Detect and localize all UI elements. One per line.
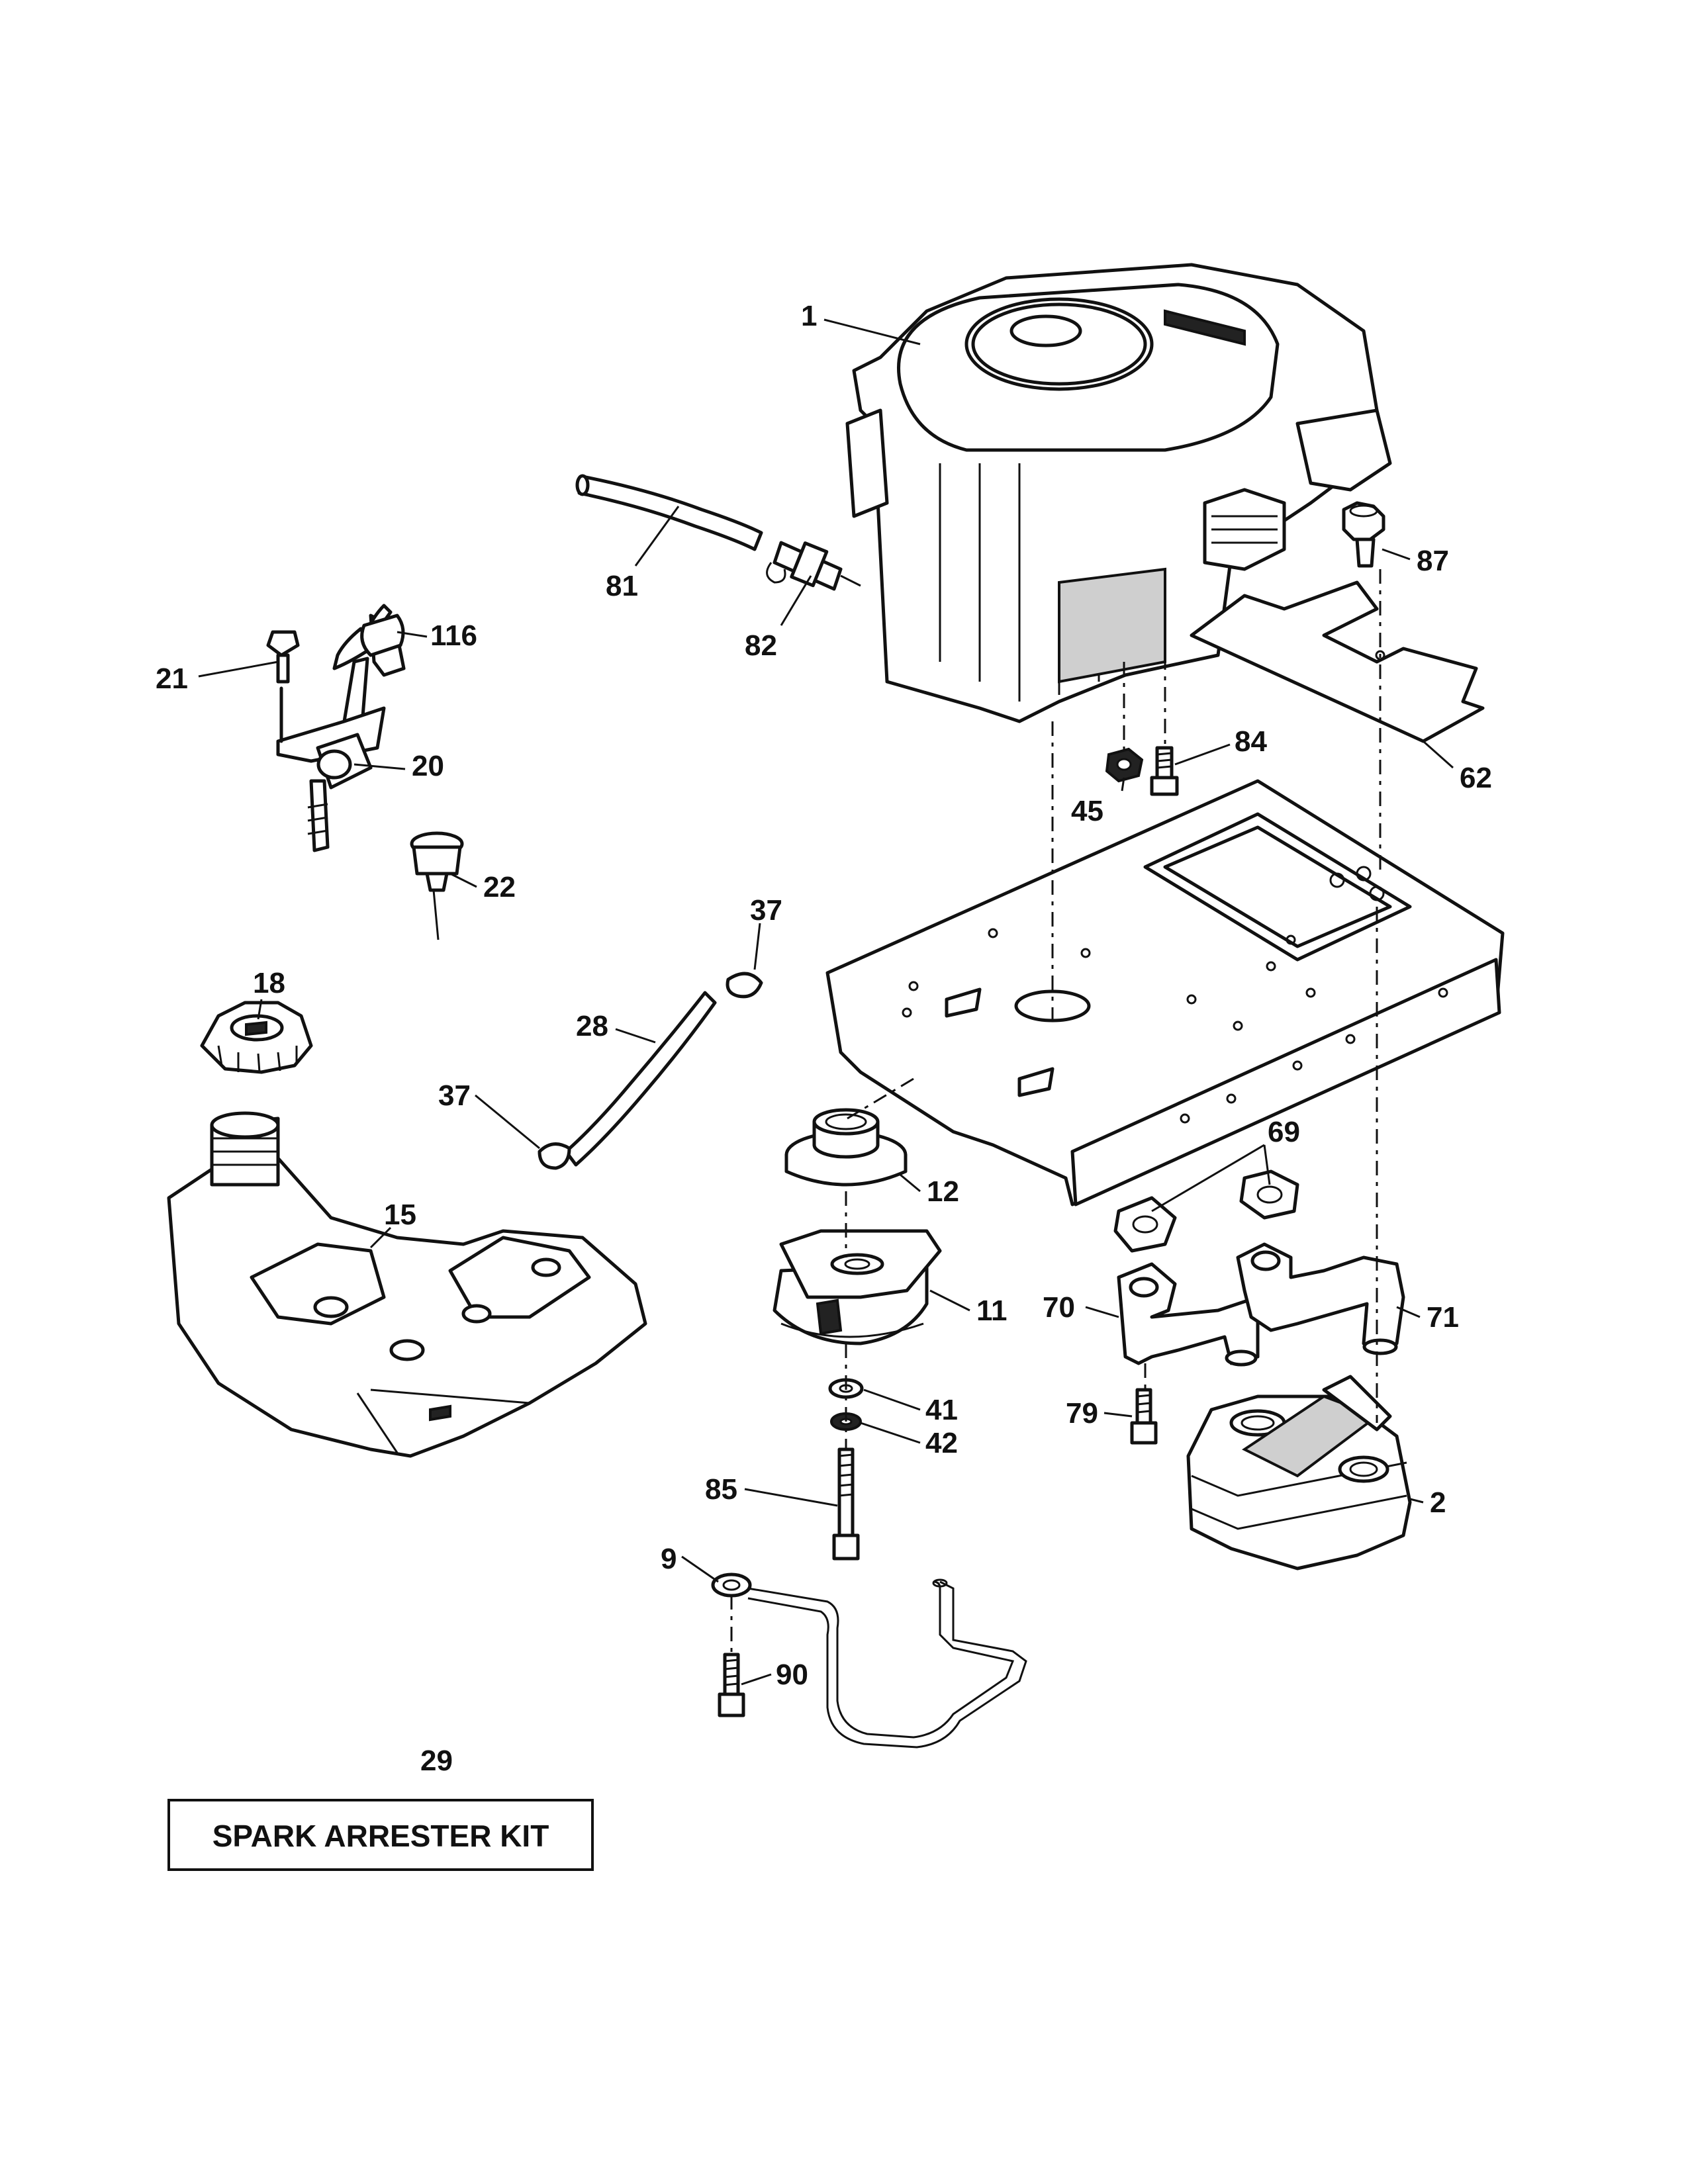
- clamp-37-top: [726, 972, 763, 999]
- fuel-hose-28: [564, 991, 717, 1167]
- callout-42: 42: [925, 1427, 958, 1459]
- callout-12: 12: [927, 1175, 959, 1208]
- muffler-2: [1186, 1375, 1412, 1570]
- leader-lines: [198, 318, 1454, 1686]
- callout-62: 62: [1460, 762, 1492, 794]
- callout-21: 21: [156, 662, 188, 695]
- clutch-11: [773, 1229, 942, 1345]
- rod-9: [711, 1572, 1027, 1749]
- callout-69: 69: [1268, 1116, 1300, 1148]
- callout-1: 1: [801, 300, 817, 332]
- heat-shield-62: [1190, 580, 1485, 743]
- callout-29: 29: [420, 1745, 453, 1777]
- gasket-69-right: [1239, 1169, 1299, 1220]
- fuel-tank-15: [167, 1111, 647, 1458]
- bolt-85: [832, 1447, 860, 1561]
- callout-79: 79: [1066, 1397, 1098, 1430]
- bolt-84: [1150, 746, 1179, 796]
- callout-81: 81: [606, 570, 638, 602]
- engine: [845, 263, 1392, 723]
- fuel-cap-18: [200, 1001, 313, 1074]
- assembly-lines: [730, 569, 1382, 1655]
- fuel-line-81: [575, 474, 763, 551]
- callout-87: 87: [1417, 545, 1449, 577]
- callout-20: 20: [412, 750, 444, 782]
- kit-label-box: [167, 1799, 594, 1871]
- callout-70: 70: [1043, 1291, 1075, 1324]
- throttle-knob-116: [360, 604, 405, 657]
- callouts: 1 81 82 87 116 21 20 84 45 62 22 37 28 3…: [156, 300, 1492, 1777]
- spark-arrester-kit: SPARK ARRESTER KIT: [167, 1799, 594, 1871]
- pulley-12: [784, 1108, 908, 1187]
- exhaust-pipe-71: [1236, 1242, 1405, 1355]
- bolt-79: [1130, 1388, 1158, 1445]
- callout-22: 22: [483, 871, 516, 903]
- callout-11: 11: [976, 1295, 1008, 1327]
- callout-84: 84: [1235, 725, 1267, 758]
- kit-label: SPARK ARRESTER KIT: [212, 1819, 549, 1853]
- callout-9: 9: [661, 1543, 677, 1575]
- gasket-69-left: [1113, 1196, 1177, 1253]
- knob-87: [1342, 501, 1385, 568]
- callout-116: 116: [430, 619, 477, 652]
- callout-71: 71: [1427, 1301, 1459, 1334]
- bolt-90: [718, 1653, 745, 1717]
- callout-45: 45: [1071, 795, 1103, 827]
- callout-37-top: 37: [750, 894, 782, 927]
- frame-holes: [902, 866, 1448, 1124]
- callout-15: 15: [384, 1199, 416, 1231]
- callout-18: 18: [253, 967, 285, 999]
- fuel-filter-82: [766, 541, 861, 591]
- callout-28: 28: [576, 1010, 608, 1042]
- throttle-control: [266, 614, 406, 852]
- exhaust-pipe-70: [1117, 1262, 1260, 1367]
- chassis-frame: [825, 779, 1505, 1206]
- callout-85: 85: [705, 1473, 737, 1506]
- callout-82: 82: [745, 629, 777, 662]
- nut-45: [1105, 747, 1144, 783]
- callout-90: 90: [776, 1659, 808, 1691]
- callout-2: 2: [1430, 1486, 1446, 1519]
- choke-knob-22: [410, 831, 464, 940]
- callout-37-bottom: 37: [438, 1079, 471, 1112]
- callout-41: 41: [925, 1394, 958, 1426]
- clamp-37-bottom: [538, 1142, 571, 1170]
